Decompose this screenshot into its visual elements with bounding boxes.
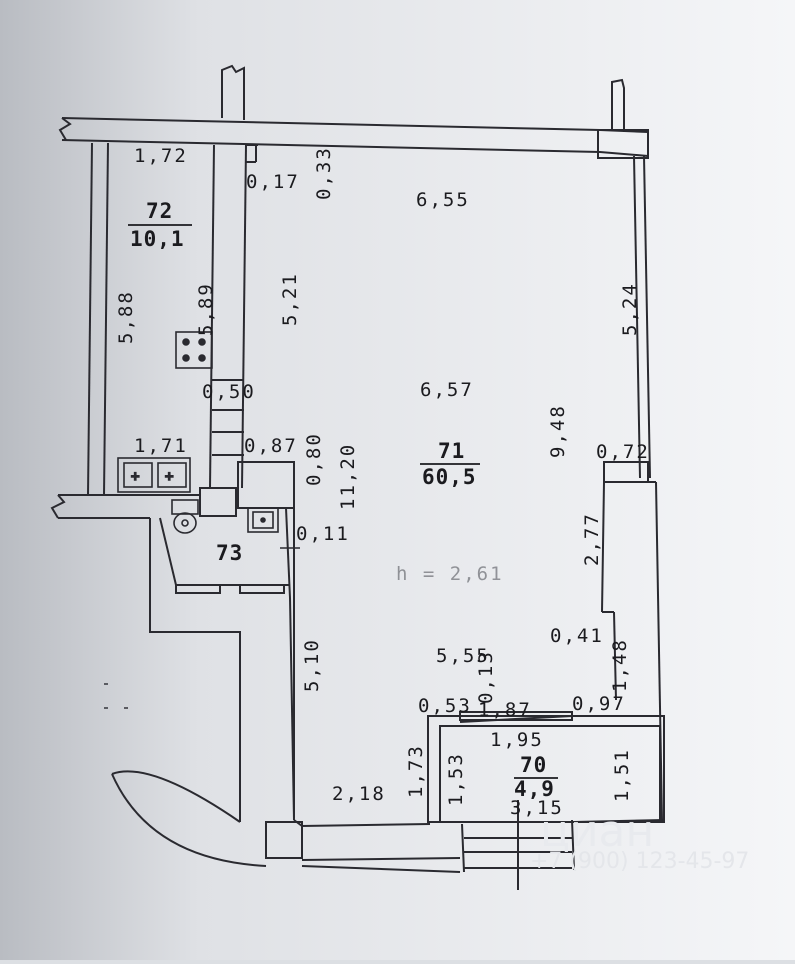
- walls: [50, 64, 665, 890]
- dim-2-77: 2,77: [581, 512, 603, 566]
- dim-1-51: 1,51: [611, 748, 633, 802]
- dim-0-87: 0,87: [244, 435, 298, 457]
- dim-1-48: 1,48: [609, 638, 631, 692]
- ceiling-height-label: h = 2,61: [396, 563, 504, 585]
- dim-0-50: 0,50: [202, 381, 256, 403]
- dim-5-55: 5,55: [436, 645, 490, 667]
- dim-0-11: 0,11: [296, 523, 350, 545]
- dim-1-87: 1,87: [478, 699, 532, 721]
- dim-0-97: 0,97: [572, 693, 626, 715]
- dim-1-73: 1,73: [405, 744, 427, 798]
- watermark-phone: +7 (900) 123-45-97: [530, 849, 749, 874]
- dim-9-48: 9,48: [547, 404, 569, 458]
- dim-11-20: 11,20: [337, 443, 359, 510]
- dim-0-13: 0,13: [475, 650, 497, 704]
- washbasin-icon: [247, 507, 279, 533]
- dim-5-10: 5,10: [301, 638, 323, 692]
- dim-0-80: 0,80: [303, 432, 325, 486]
- marks: [104, 547, 300, 709]
- dim-5-89: 5,89: [195, 282, 217, 336]
- dim-3-15: 3,15: [510, 797, 564, 819]
- dim-0-53: 0,53: [418, 695, 472, 717]
- dim-0-41: 0,41: [550, 625, 604, 647]
- dim-1-72: 1,72: [134, 145, 188, 167]
- double-sink-icon: + +: [117, 457, 191, 493]
- dim-5-24: 5,24: [619, 282, 641, 336]
- dim-0-33: 0,33: [313, 146, 335, 200]
- svg-text:+: +: [165, 469, 173, 485]
- room-72-number: 72: [146, 199, 173, 223]
- dim-2-18: 2,18: [332, 783, 386, 805]
- room-71-area: 60,5: [422, 465, 477, 489]
- dim-0-72: 0,72: [596, 441, 650, 463]
- room-73-number: 73: [216, 541, 243, 565]
- dim-5-88: 5,88: [115, 290, 137, 344]
- dim-6-55: 6,55: [416, 189, 470, 211]
- room-70-number: 70: [520, 753, 547, 777]
- dim-1-53: 1,53: [445, 752, 467, 806]
- watermark-brand: циан: [540, 806, 654, 857]
- svg-text:+: +: [131, 469, 139, 485]
- dim-5-21: 5,21: [279, 272, 301, 326]
- room-71-number: 71: [438, 439, 465, 463]
- room-72-area: 10,1: [130, 227, 185, 251]
- toilet-icon: [171, 499, 199, 534]
- stove-icon: [175, 331, 213, 369]
- dim-1-71: 1,71: [134, 435, 188, 457]
- dim-0-17: 0,17: [246, 171, 300, 193]
- dim-6-57: 6,57: [420, 379, 474, 401]
- dim-1-95: 1,95: [490, 729, 544, 751]
- room-70-area: 4,9: [514, 777, 555, 801]
